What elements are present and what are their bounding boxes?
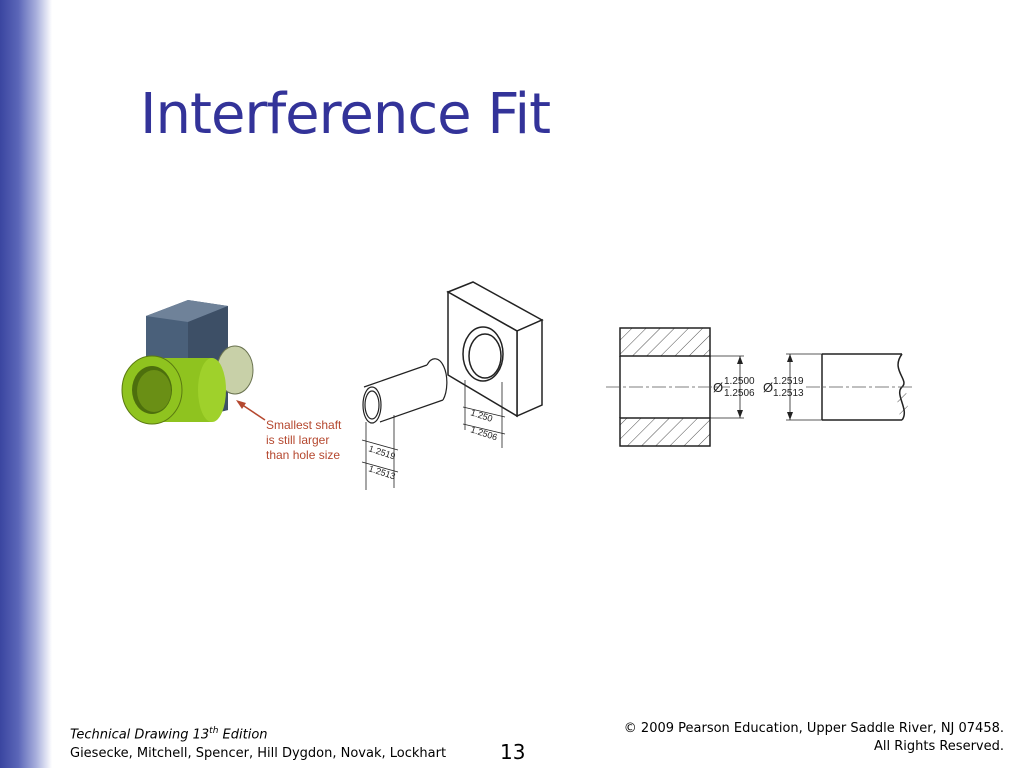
callout-line-2: is still larger (266, 433, 329, 447)
copyright: © 2009 Pearson Education, Upper Saddle R… (623, 721, 1004, 736)
callout-line-1: Smallest shaft (266, 418, 342, 432)
shaft-diameter-symbol: Ø (763, 380, 773, 395)
section-shaft-dim-2: 1.2513 (773, 388, 804, 399)
rights: All Rights Reserved. (873, 739, 1004, 754)
iso-hole-dim-1: 1.250 (469, 407, 494, 423)
interference-fit-figure: Smallest shaft is still larger than hole… (110, 270, 930, 500)
book-title-line: Technical Drawing 13th Edition (70, 722, 446, 744)
edition-sup: th (209, 726, 219, 736)
section-shaft (786, 353, 914, 421)
figure-svg: Smallest shaft is still larger than hole… (121, 281, 914, 490)
section-hole-dim-2: 1.2506 (724, 388, 755, 399)
footer-left: Technical Drawing 13th Edition Giesecke,… (70, 722, 446, 763)
section-hole-dim-1: 1.2500 (724, 376, 755, 387)
edition-word: Edition (218, 727, 268, 743)
page-number: 13 (500, 740, 526, 764)
colored-assembly (121, 300, 254, 425)
footer-right: © 2009 Pearson Education, Upper Saddle R… (624, 720, 1004, 756)
section-shaft-dim-1: 1.2519 (773, 376, 804, 387)
iso-shaft-dim-2: 1.2513 (367, 463, 396, 481)
callout: Smallest shaft is still larger than hole… (236, 400, 342, 462)
shaft-end-ellipse (362, 386, 382, 424)
authors: Giesecke, Mitchell, Spencer, Hill Dygdon… (70, 746, 447, 762)
iso-hole-dim-2: 1.2506 (469, 424, 498, 442)
section-hole (606, 327, 744, 447)
iso-shaft (361, 358, 448, 490)
callout-line-3: than hole size (266, 448, 340, 462)
hole-diameter-symbol: Ø (713, 380, 723, 395)
iso-shaft-dim-1: 1.2519 (367, 443, 396, 461)
slide-title: Interference Fit (140, 82, 551, 147)
side-gradient-bar (0, 0, 52, 768)
book-title: Technical Drawing 13 (70, 727, 210, 743)
iso-block (446, 281, 544, 418)
